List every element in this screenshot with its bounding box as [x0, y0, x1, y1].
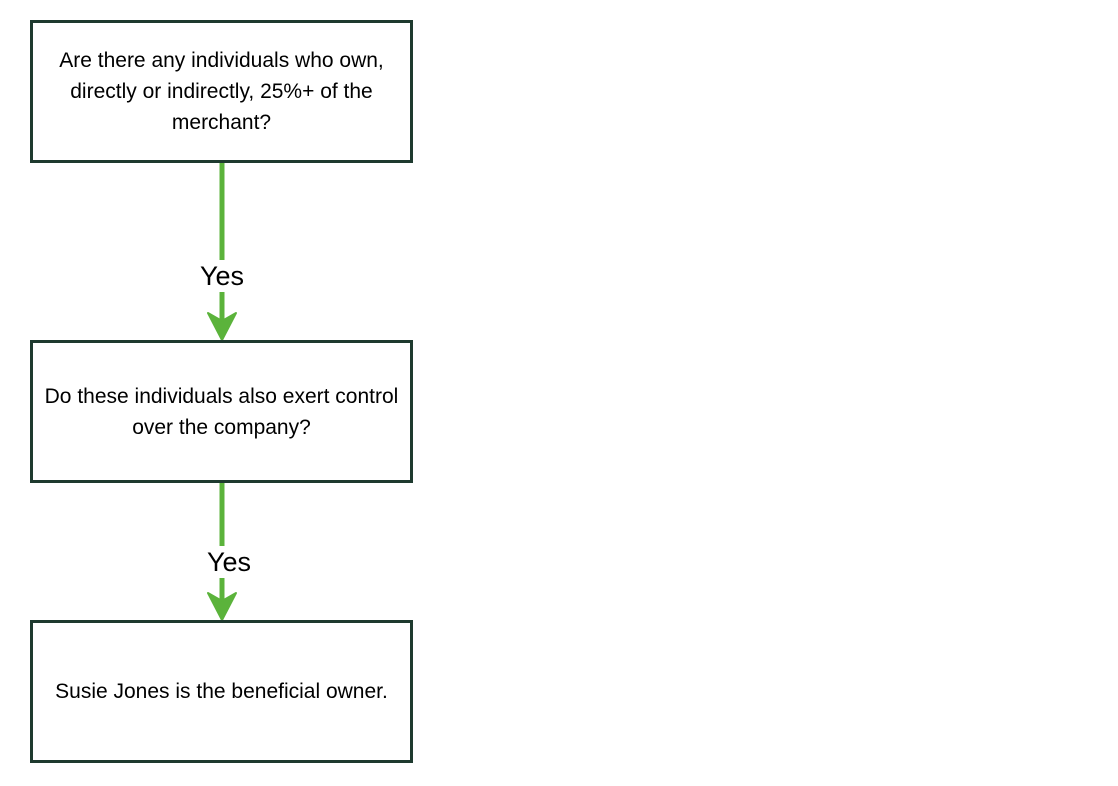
- arrow-head-2: [207, 592, 237, 621]
- node-text: Do these individuals also exert control …: [44, 384, 399, 439]
- node-text: Are there any individuals who own, direc…: [59, 49, 384, 134]
- decision-node-ownership: Are there any individuals who own, direc…: [30, 20, 413, 163]
- decision-node-control: Do these individuals also exert control …: [30, 340, 413, 483]
- edge-label-yes: Yes: [182, 260, 262, 292]
- edge-label-yes: Yes: [189, 546, 269, 578]
- node-text: Susie Jones is the beneficial owner.: [55, 680, 388, 703]
- arrow-head-1: [207, 312, 237, 341]
- result-node-beneficial-owner: Susie Jones is the beneficial owner.: [30, 620, 413, 763]
